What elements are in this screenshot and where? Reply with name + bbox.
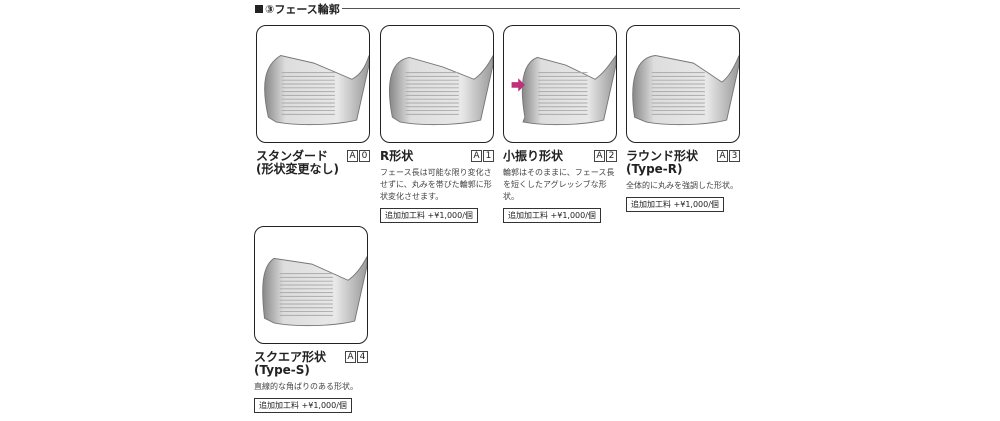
option-subtitle: (Type-S) — [254, 363, 310, 377]
club-face-image — [256, 25, 370, 143]
option-price: 追加加工料 +¥1,000/個 — [626, 197, 724, 212]
option-description: 直線的な角ばりのある形状。 — [254, 382, 358, 391]
option-name: スクエア形状 — [254, 350, 327, 364]
option-name: 小振り形状 — [503, 149, 564, 163]
option-description: 輪郭はそのままに、フェース長を短くしたアグレッシブな形状。 — [503, 168, 615, 201]
square-bullet-icon — [255, 5, 263, 13]
option-price: 追加加工料 +¥1,000/個 — [380, 208, 478, 223]
header-divider — [342, 8, 740, 9]
option-name: スタンダード — [256, 149, 329, 163]
section-header: ③フェース輪郭 — [255, 1, 340, 17]
option-description: 全体的に丸みを強調した形状。 — [626, 181, 738, 190]
option-price: 追加加工料 +¥1,000/個 — [254, 398, 352, 413]
option-subtitle: (Type-R) — [626, 162, 683, 176]
club-face-image — [254, 226, 368, 344]
option-name: ラウンド形状 — [626, 149, 699, 163]
option-description: フェース長は可能な限り変化させずに、丸みを帯びた輪郭に形状変化させます。 — [380, 168, 492, 201]
option-price: 追加加工料 +¥1,000/個 — [503, 208, 601, 223]
option-subtitle: (形状変更なし) — [256, 162, 339, 176]
club-face-image — [626, 25, 740, 143]
section-title: ③フェース輪郭 — [265, 3, 340, 16]
club-face-image — [380, 25, 494, 143]
option-name: R形状 — [380, 149, 414, 163]
club-face-image — [503, 25, 617, 143]
